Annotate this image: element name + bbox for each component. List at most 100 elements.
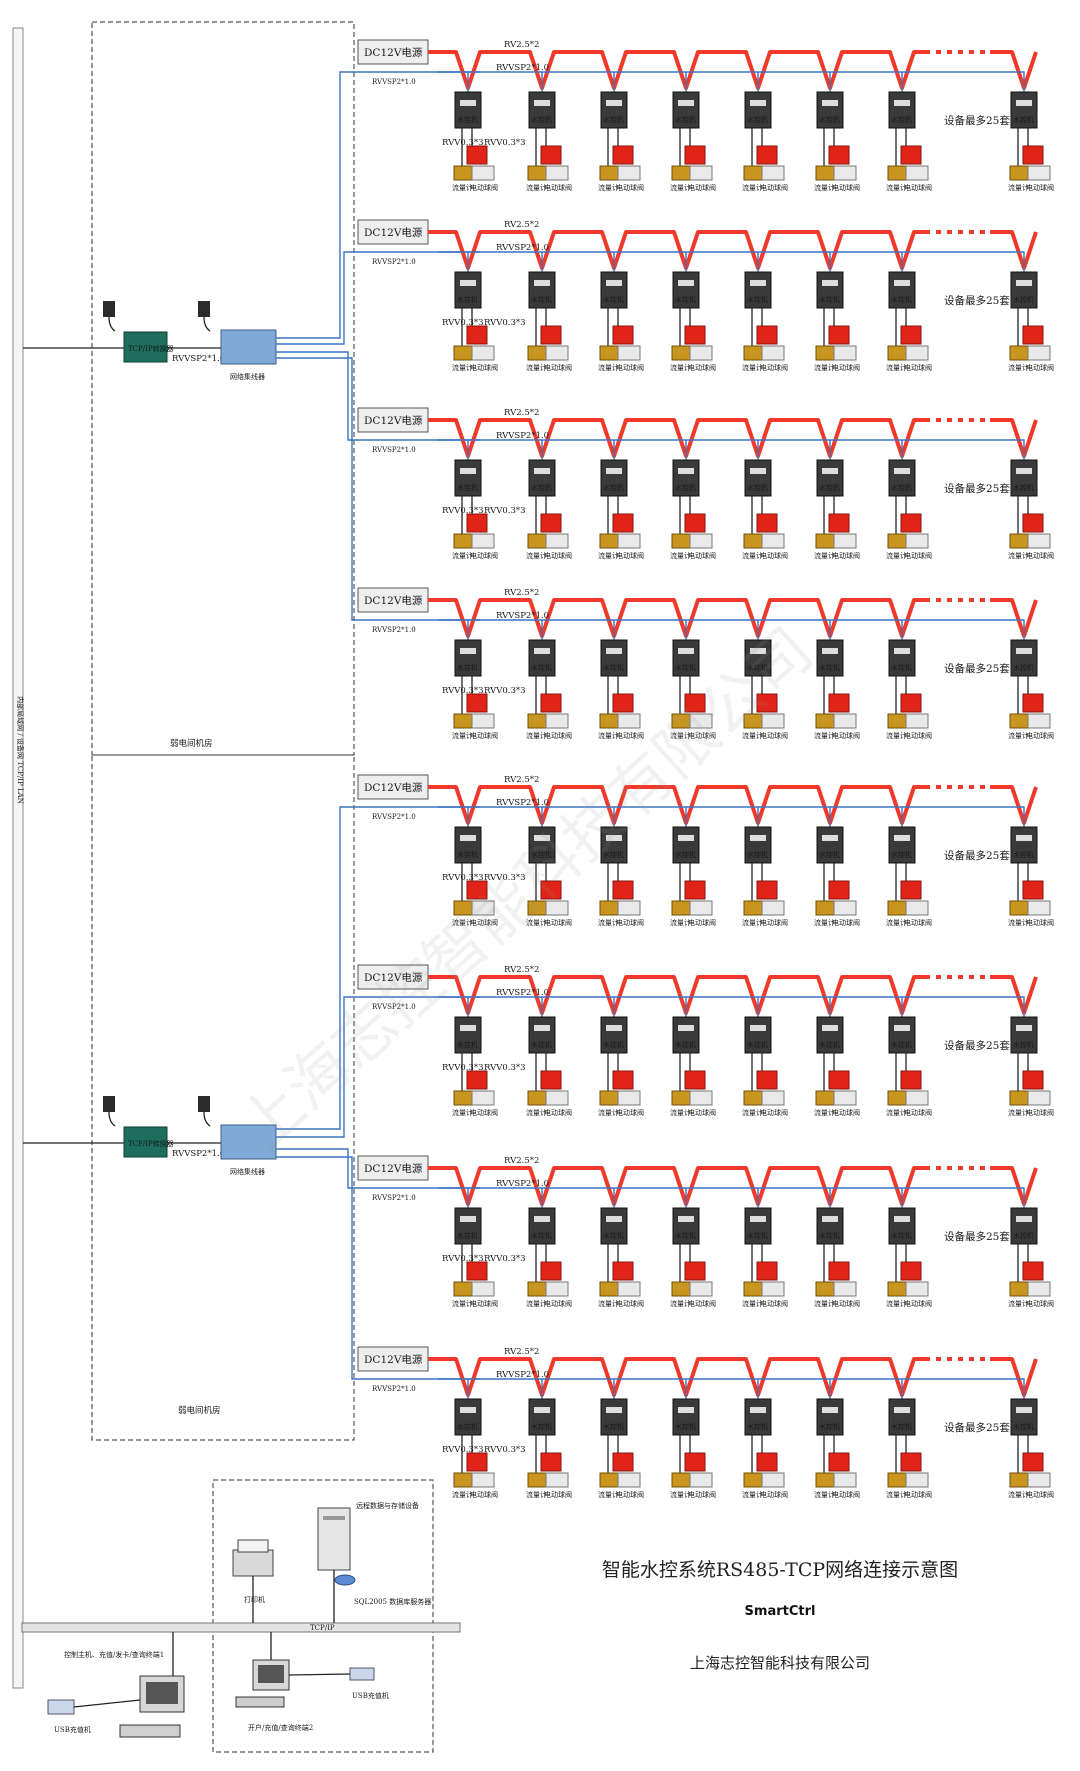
valve-actuator — [540, 693, 562, 713]
rs485-bus — [438, 439, 1025, 460]
psu-label: DC12V电源 — [364, 46, 423, 59]
water-controller — [1010, 1016, 1038, 1054]
controller-label: 水控机 — [819, 115, 840, 124]
valve-body — [617, 1281, 641, 1297]
workstation-2-screen — [258, 1665, 284, 1683]
water-controller — [744, 826, 772, 864]
valve-actuator — [1022, 1070, 1044, 1090]
flowmeter-label: 流量计 — [886, 1299, 907, 1308]
controller-display — [894, 100, 910, 106]
flowmeter-label: 流量计 — [814, 1299, 835, 1308]
valve-body — [617, 165, 641, 181]
controller-label: 水控机 — [531, 483, 552, 492]
flowmeter-body — [599, 1472, 619, 1488]
controller-display — [750, 648, 766, 654]
controller-label: 水控机 — [1013, 850, 1034, 859]
flowmeter-body — [887, 713, 907, 729]
bus-label: RVVSP2*1.0 — [496, 798, 549, 808]
valve-body — [833, 165, 857, 181]
flowmeter-body — [815, 1472, 835, 1488]
max-devices-label: 设备最多25套 — [944, 114, 1010, 127]
valve-actuator — [684, 145, 706, 165]
company-name: 上海志控智能科技有限公司 — [689, 1654, 870, 1672]
water-controller — [888, 91, 916, 129]
water-controller — [528, 826, 556, 864]
hub-feed-line — [276, 1156, 480, 1380]
water-controller — [528, 459, 556, 497]
controller-display — [534, 648, 550, 654]
flowmeter-body — [743, 900, 763, 916]
flowmeter-label: 流量计 — [814, 1108, 835, 1117]
water-controller — [888, 1207, 916, 1245]
flowmeter-label: 流量计 — [598, 1299, 619, 1308]
feed-cable-label: RVVSP2*1.0 — [372, 626, 416, 634]
power-cable-label: RV2.5*2 — [504, 1347, 539, 1357]
flowmeter-label: 流量计 — [670, 918, 691, 927]
valve-actuator — [900, 325, 922, 345]
valve-label: 电动球阀 — [544, 183, 572, 192]
valve-actuator — [466, 145, 488, 165]
flowmeter-body — [1009, 1281, 1029, 1297]
backbone-label: 内部局域网 / 设备网 TCP/IP LAN — [16, 696, 25, 804]
flowmeter-label: 流量计 — [598, 183, 619, 192]
adapter-cord — [203, 316, 211, 332]
flowmeter-body — [887, 900, 907, 916]
signal-cable-label-1: RVV0.3*3 — [442, 686, 484, 696]
flowmeter-body — [453, 165, 473, 181]
flowmeter-label: 流量计 — [886, 731, 907, 740]
flowmeter-body — [1009, 533, 1029, 549]
flowmeter-body — [453, 1281, 473, 1297]
valve-body — [545, 165, 569, 181]
flowmeter-body — [743, 1281, 763, 1297]
flowmeter-label: 流量计 — [742, 731, 763, 740]
controller-display — [678, 1407, 694, 1413]
rs485-bus — [438, 996, 1025, 1017]
controller-label: 水控机 — [603, 295, 624, 304]
controller-display — [1016, 1407, 1032, 1413]
flowmeter-label: 流量计 — [1008, 363, 1029, 372]
valve-actuator — [684, 880, 706, 900]
printer-icon — [232, 1549, 274, 1577]
valve-actuator — [466, 693, 488, 713]
valve-actuator — [828, 513, 850, 533]
feed-cable-label: RVVSP2*1.0 — [372, 1385, 416, 1393]
valve-body — [471, 1472, 495, 1488]
flowmeter-label: 流量计 — [526, 918, 547, 927]
valve-body — [617, 345, 641, 361]
valve-label: 电动球阀 — [616, 1108, 644, 1117]
valve-label: 电动球阀 — [904, 1490, 932, 1499]
controller-label: 水控机 — [819, 1040, 840, 1049]
valve-body — [761, 1472, 785, 1488]
controller-label: 水控机 — [891, 483, 912, 492]
valve-actuator — [900, 145, 922, 165]
psu-box — [357, 39, 429, 65]
controller-display — [822, 468, 838, 474]
valve-label: 电动球阀 — [904, 183, 932, 192]
valve-body — [1027, 533, 1051, 549]
valve-actuator — [756, 1452, 778, 1472]
valve-label: 电动球阀 — [832, 1108, 860, 1117]
flowmeter-body — [1009, 1472, 1029, 1488]
valve-body — [761, 900, 785, 916]
controller-display — [894, 468, 910, 474]
rs485-hub-box — [220, 1124, 277, 1160]
valve-actuator — [540, 325, 562, 345]
valve-label: 电动球阀 — [760, 731, 788, 740]
rs485-bus — [438, 806, 1025, 827]
lan-bus-bar — [21, 1622, 461, 1633]
valve-label: 电动球阀 — [760, 918, 788, 927]
flowmeter-label: 流量计 — [886, 551, 907, 560]
valve-actuator — [828, 1452, 850, 1472]
flowmeter-body — [815, 345, 835, 361]
power-adapter-icon — [198, 1096, 210, 1112]
bus-label: RVVSP2*1.0 — [496, 431, 549, 441]
